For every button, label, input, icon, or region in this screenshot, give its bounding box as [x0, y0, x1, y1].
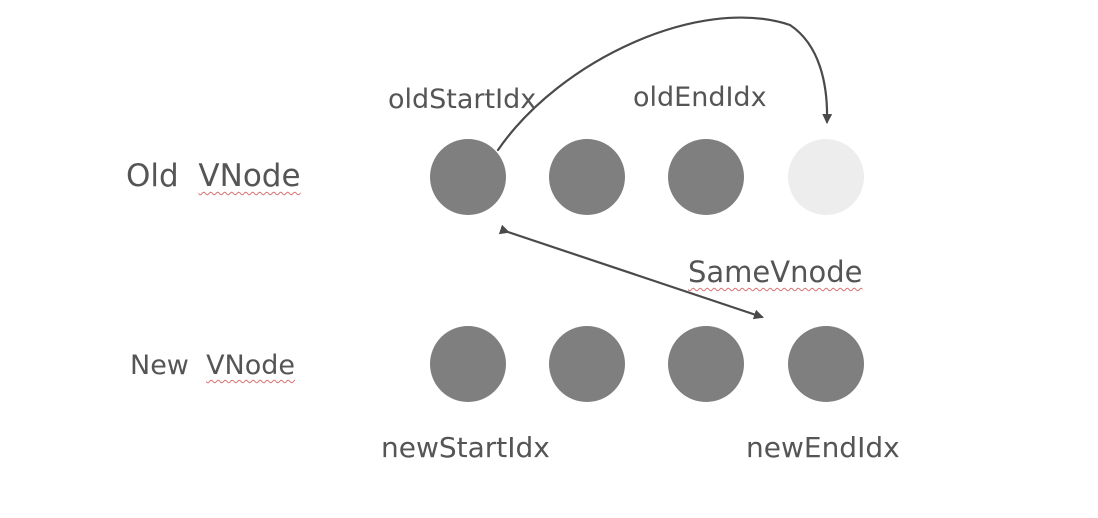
old-vnode-node	[668, 139, 744, 215]
new-vnode-label: New VNode	[130, 352, 295, 379]
samevnode-arrow	[498, 224, 764, 320]
samevnode-label: SameVnode	[688, 255, 863, 289]
new-vnode-node	[788, 326, 864, 402]
old-vnode-node	[430, 139, 506, 215]
new-vnode-node	[549, 326, 625, 402]
new-start-idx-label: newStartIdx	[381, 431, 550, 464]
old-vnode-word: VNode	[198, 158, 301, 194]
old-vnode-label: Old VNode	[126, 161, 301, 192]
new-end-idx-label: newEndIdx	[746, 431, 900, 464]
new-vnode-prefix: New	[130, 350, 189, 381]
old-vnode-node	[549, 139, 625, 215]
old-vnode-prefix: Old	[126, 158, 179, 194]
new-vnode-word: VNode	[206, 350, 296, 381]
old-end-idx-label: oldEndIdx	[633, 82, 767, 113]
move-arrow	[496, 16, 833, 152]
new-vnode-node	[668, 326, 744, 402]
new-vnode-node	[430, 326, 506, 402]
old-start-idx-label: oldStartIdx	[388, 84, 537, 115]
old-vnode-node	[788, 139, 864, 215]
